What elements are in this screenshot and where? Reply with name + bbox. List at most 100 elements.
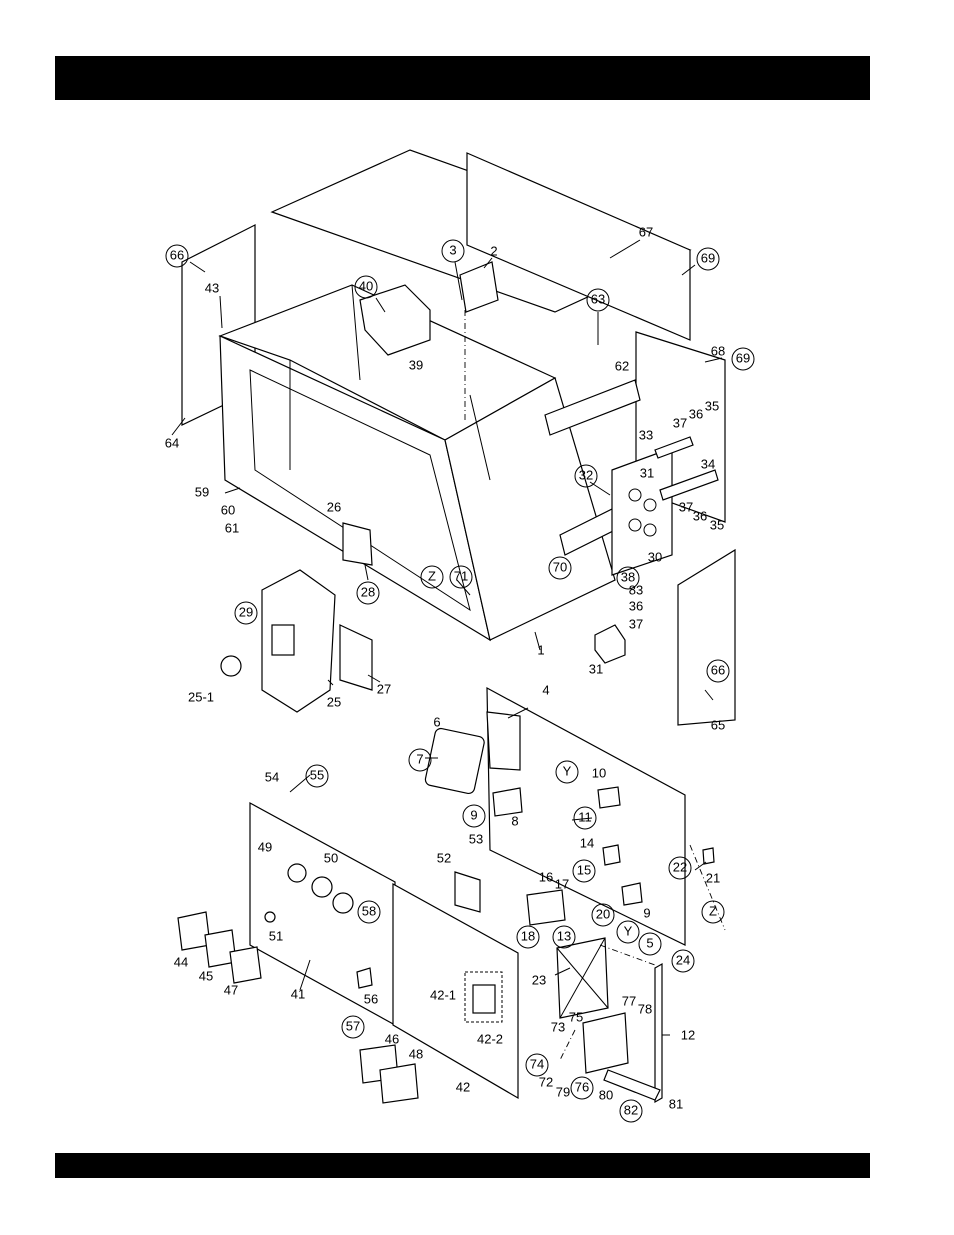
label-2: 2 [490,243,497,258]
label-79: 79 [556,1084,570,1099]
label-42-1: 42-1 [430,987,456,1002]
part-21 [703,848,714,864]
terminal-block-31 [595,625,625,663]
label-21: 21 [706,870,720,885]
panel-bracket [487,712,520,770]
label-51: 51 [269,928,283,943]
label-39: 39 [409,357,423,372]
label-74: 74 [530,1056,544,1071]
cover-plate-7 [424,727,485,794]
label-78: 78 [638,1001,652,1016]
label-54: 54 [265,769,279,784]
housing-75 [583,1013,628,1073]
label-44: 44 [174,954,188,969]
label-46: 46 [385,1031,399,1046]
label-42-2: 42-2 [477,1031,503,1046]
label-37b: 37 [679,499,693,514]
label-10: 10 [592,765,606,780]
label-58: 58 [362,903,376,918]
label-75: 75 [569,1009,583,1024]
label-61: 61 [225,520,239,535]
label-z: Z [428,568,436,583]
label-36c: 36 [629,598,643,613]
label-1: 1 [537,642,544,657]
label-40: 40 [359,278,373,293]
label-3: 3 [449,242,456,257]
label-57: 57 [346,1018,360,1033]
meter-47 [230,947,261,983]
label-73: 73 [551,1019,565,1034]
contactor-16-17 [527,890,565,925]
label-12: 12 [681,1027,695,1042]
label-26: 26 [327,499,341,514]
receptacle-48 [380,1064,418,1103]
label-76: 76 [575,1079,589,1094]
label-y2: Y [624,923,633,938]
bracket-27 [340,625,372,690]
label-52: 52 [437,850,451,865]
label-14: 14 [580,835,594,850]
label-20: 20 [596,906,610,921]
label-64: 64 [165,435,179,450]
label-65: 65 [711,717,725,732]
label-33: 33 [639,427,653,442]
switch-56 [357,968,372,988]
label-72: 72 [539,1074,553,1089]
label-35b: 35 [710,517,724,532]
label-59: 59 [195,484,209,499]
label-68: 68 [711,343,725,358]
label-z2: Z [709,903,717,918]
label-7: 7 [416,751,423,766]
label-13: 13 [557,928,571,943]
knob-25-1 [221,656,241,676]
relay-8 [493,788,522,816]
label-47: 47 [224,982,238,997]
label-69: 69 [701,250,715,265]
label-50: 50 [324,850,338,865]
label-71: 71 [454,568,468,583]
bracket-26 [343,523,372,565]
label-28: 28 [361,584,375,599]
label-83: 83 [629,582,643,597]
label-62: 62 [615,358,629,373]
label-16: 16 [539,869,553,884]
label-66b: 66 [711,662,725,677]
breaker-handle [272,625,294,655]
label-55: 55 [310,767,324,782]
rear-panel [467,153,690,340]
label-36: 36 [689,406,703,421]
label-8: 8 [511,813,518,828]
label-29: 29 [239,604,253,619]
label-67: 67 [639,224,653,239]
label-11: 11 [578,809,592,824]
label-y: Y [563,763,572,778]
label-37c: 37 [629,616,643,631]
label-36b: 36 [693,508,707,523]
label-42: 42 [456,1079,470,1094]
label-6: 6 [433,714,440,729]
rail-12 [655,964,662,1102]
lower-right-panel [678,550,735,725]
label-30: 30 [648,549,662,564]
label-43: 43 [205,280,219,295]
label-81: 81 [669,1096,683,1111]
circuit-board-52 [455,872,480,912]
label-9b: 9 [643,905,650,920]
label-27: 27 [377,681,391,696]
label-9: 9 [470,807,477,822]
label-23: 23 [532,972,546,987]
label-77: 77 [622,993,636,1008]
label-5: 5 [646,935,653,950]
label-31b: 31 [589,661,603,676]
label-35: 35 [705,398,719,413]
label-70: 70 [553,559,567,574]
terminal-14 [603,845,620,865]
label-17: 17 [555,876,569,891]
component-9b [622,883,642,905]
footer-bar [55,1153,870,1178]
label-69b: 69 [736,350,750,365]
label-63: 63 [591,291,605,306]
label-37: 37 [673,415,687,430]
label-66: 66 [170,247,184,262]
